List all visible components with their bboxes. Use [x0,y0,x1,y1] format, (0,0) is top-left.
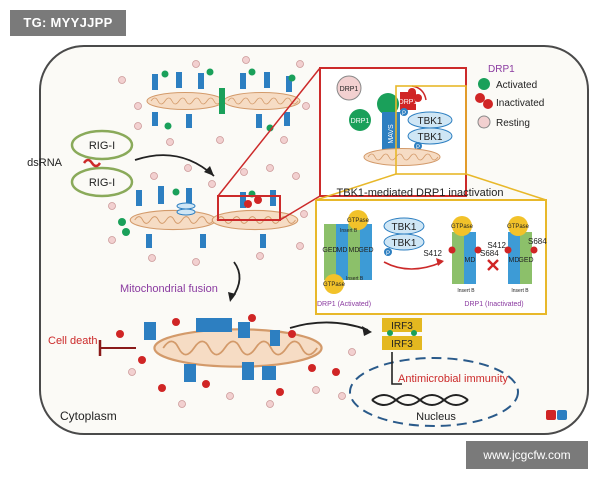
dsrna-strand [82,158,102,168]
irf3-arrow [289,321,369,331]
phospho-dot-2 [414,94,422,102]
irf3-label-a: IRF3 [391,321,413,332]
mitochondria-top [146,68,301,132]
rigi-oval-top [70,129,134,161]
legend-inactivated-label: Inactivated [496,98,544,109]
legend-resting-label: Resting [496,118,530,129]
zoom-line-2 [279,195,321,221]
tbk1-label-c: TBK1 [391,222,416,233]
insertb-label-4: Insert B [511,288,529,294]
watermark-tag: TG: MYYJJPP [10,10,126,36]
dsrna-label: dsRNA [27,157,63,169]
s412-label-2: S412 [487,241,506,250]
tbk1-label-b: TBK1 [417,132,442,143]
insertb-label-1: Insert B [340,228,358,234]
ged-label-2: GED [358,247,373,254]
logo-mark-2 [557,410,567,420]
p-dot-2 [414,142,422,150]
irf3-dot-1 [387,330,393,336]
gtpase-label-4: GTPase [507,224,530,230]
gtpase-label-2: GTPase [323,282,346,288]
nucleus-boundary [349,357,519,427]
s684-label-2: S684 [528,237,547,246]
promoter-arrow [391,374,402,385]
drp1-red-block [400,92,416,110]
antimicrobial-label: Antimicrobial immunity [398,373,509,385]
gtpase-label-3: GTPase [451,224,474,230]
dna-strand-2 [371,394,469,406]
mito-fusion-label: Mitochondrial fusion [120,283,218,295]
irf3-block-b [382,336,422,350]
tbk1-label-a: TBK1 [417,116,442,127]
cell-death-label: Cell death [48,335,98,347]
drp1-green-bubble-2 [377,93,399,115]
insertb-label-3: Insert B [457,288,475,294]
irf3-dot-2 [411,330,417,336]
md-label-4: MD [509,257,520,264]
cytoplasm-label: Cytoplasm [60,409,117,423]
irf3-arrowhead [362,326,372,336]
gtpase-label-1: GTPase [347,218,370,224]
mitochondria-middle [118,186,299,248]
zoom-mitochondrion [363,147,441,167]
p-label-1: P [402,111,406,117]
drp1-resting-bubble [336,75,362,101]
resting-drp1-dots [108,56,356,408]
p-dot-1 [400,108,408,116]
md-label-2: MD [349,247,360,254]
md-label-3: MD [465,257,476,264]
irf3-block-a [382,318,422,332]
watermark-url: www.jcgcfw.com [466,441,588,469]
legend-resting-swatch [477,115,491,129]
p-label-3: P [386,251,390,257]
rigi-arrowhead [204,166,214,176]
legend-inactivated-swatch-2 [483,99,493,109]
irf3-label-b: IRF3 [391,339,413,350]
fusion-arrowhead [228,292,236,302]
drp1-red-label: DRP1 [399,99,418,106]
logo-mark [546,410,556,420]
red-x-mark [487,259,499,271]
drp1-inactivated-structure-1 [448,216,482,284]
zoom-box-yellow-small [395,85,467,175]
drp1-activated-structure [324,210,372,294]
mitochondrion-fused [116,314,340,396]
s684-label-1: S684 [480,249,499,258]
tbk1-oval-b [407,127,453,145]
zoom-box-small [217,195,281,221]
rigi-label-1: RIG-I [89,140,115,152]
s412-label-1: S412 [423,249,442,258]
drp1-green-label: DRP1 [351,118,370,125]
drp1-green-bubble [349,109,371,131]
legend-inactivated-swatch [475,93,485,103]
inactivation-arrowhead [436,258,444,266]
drp1-activated-caption: DRP1 (Activated) [317,301,371,308]
tbk1-oval-d [383,233,425,251]
tbk1-label-d: TBK1 [391,238,416,249]
legend-title: DRP1 [488,64,515,75]
tbk1-panel-title: TBK1-mediated DRP1 inactivation [337,187,504,199]
p-dot-3 [384,248,392,256]
zoom-line-3 [315,173,397,201]
rigi-oval-bottom [70,166,134,198]
drp1-bubble-label: DRP1 [340,86,359,93]
insertb-label-2: Insert B [346,276,364,282]
p-label-2: P [416,145,420,151]
drp1-inactivated-caption: DRP1 (Inactivated) [464,301,523,308]
md-label-1: MD [337,247,348,254]
ged-label-1: GED [322,247,337,254]
nucleus-label: Nucleus [416,411,456,423]
mavs-label: MAVS [388,124,395,144]
phospho-dot-1 [408,88,416,96]
zoom-line-1 [217,67,321,197]
zoom-line-4 [465,173,547,201]
inactivation-arrow [383,261,443,270]
legend-activated-label: Activated [496,80,537,91]
legend-activated-swatch [478,78,490,90]
drp1-inactivated-structure-2 [504,216,538,284]
ged-label-3: GED [518,257,533,264]
rigi-label-2: RIG-I [89,177,115,189]
